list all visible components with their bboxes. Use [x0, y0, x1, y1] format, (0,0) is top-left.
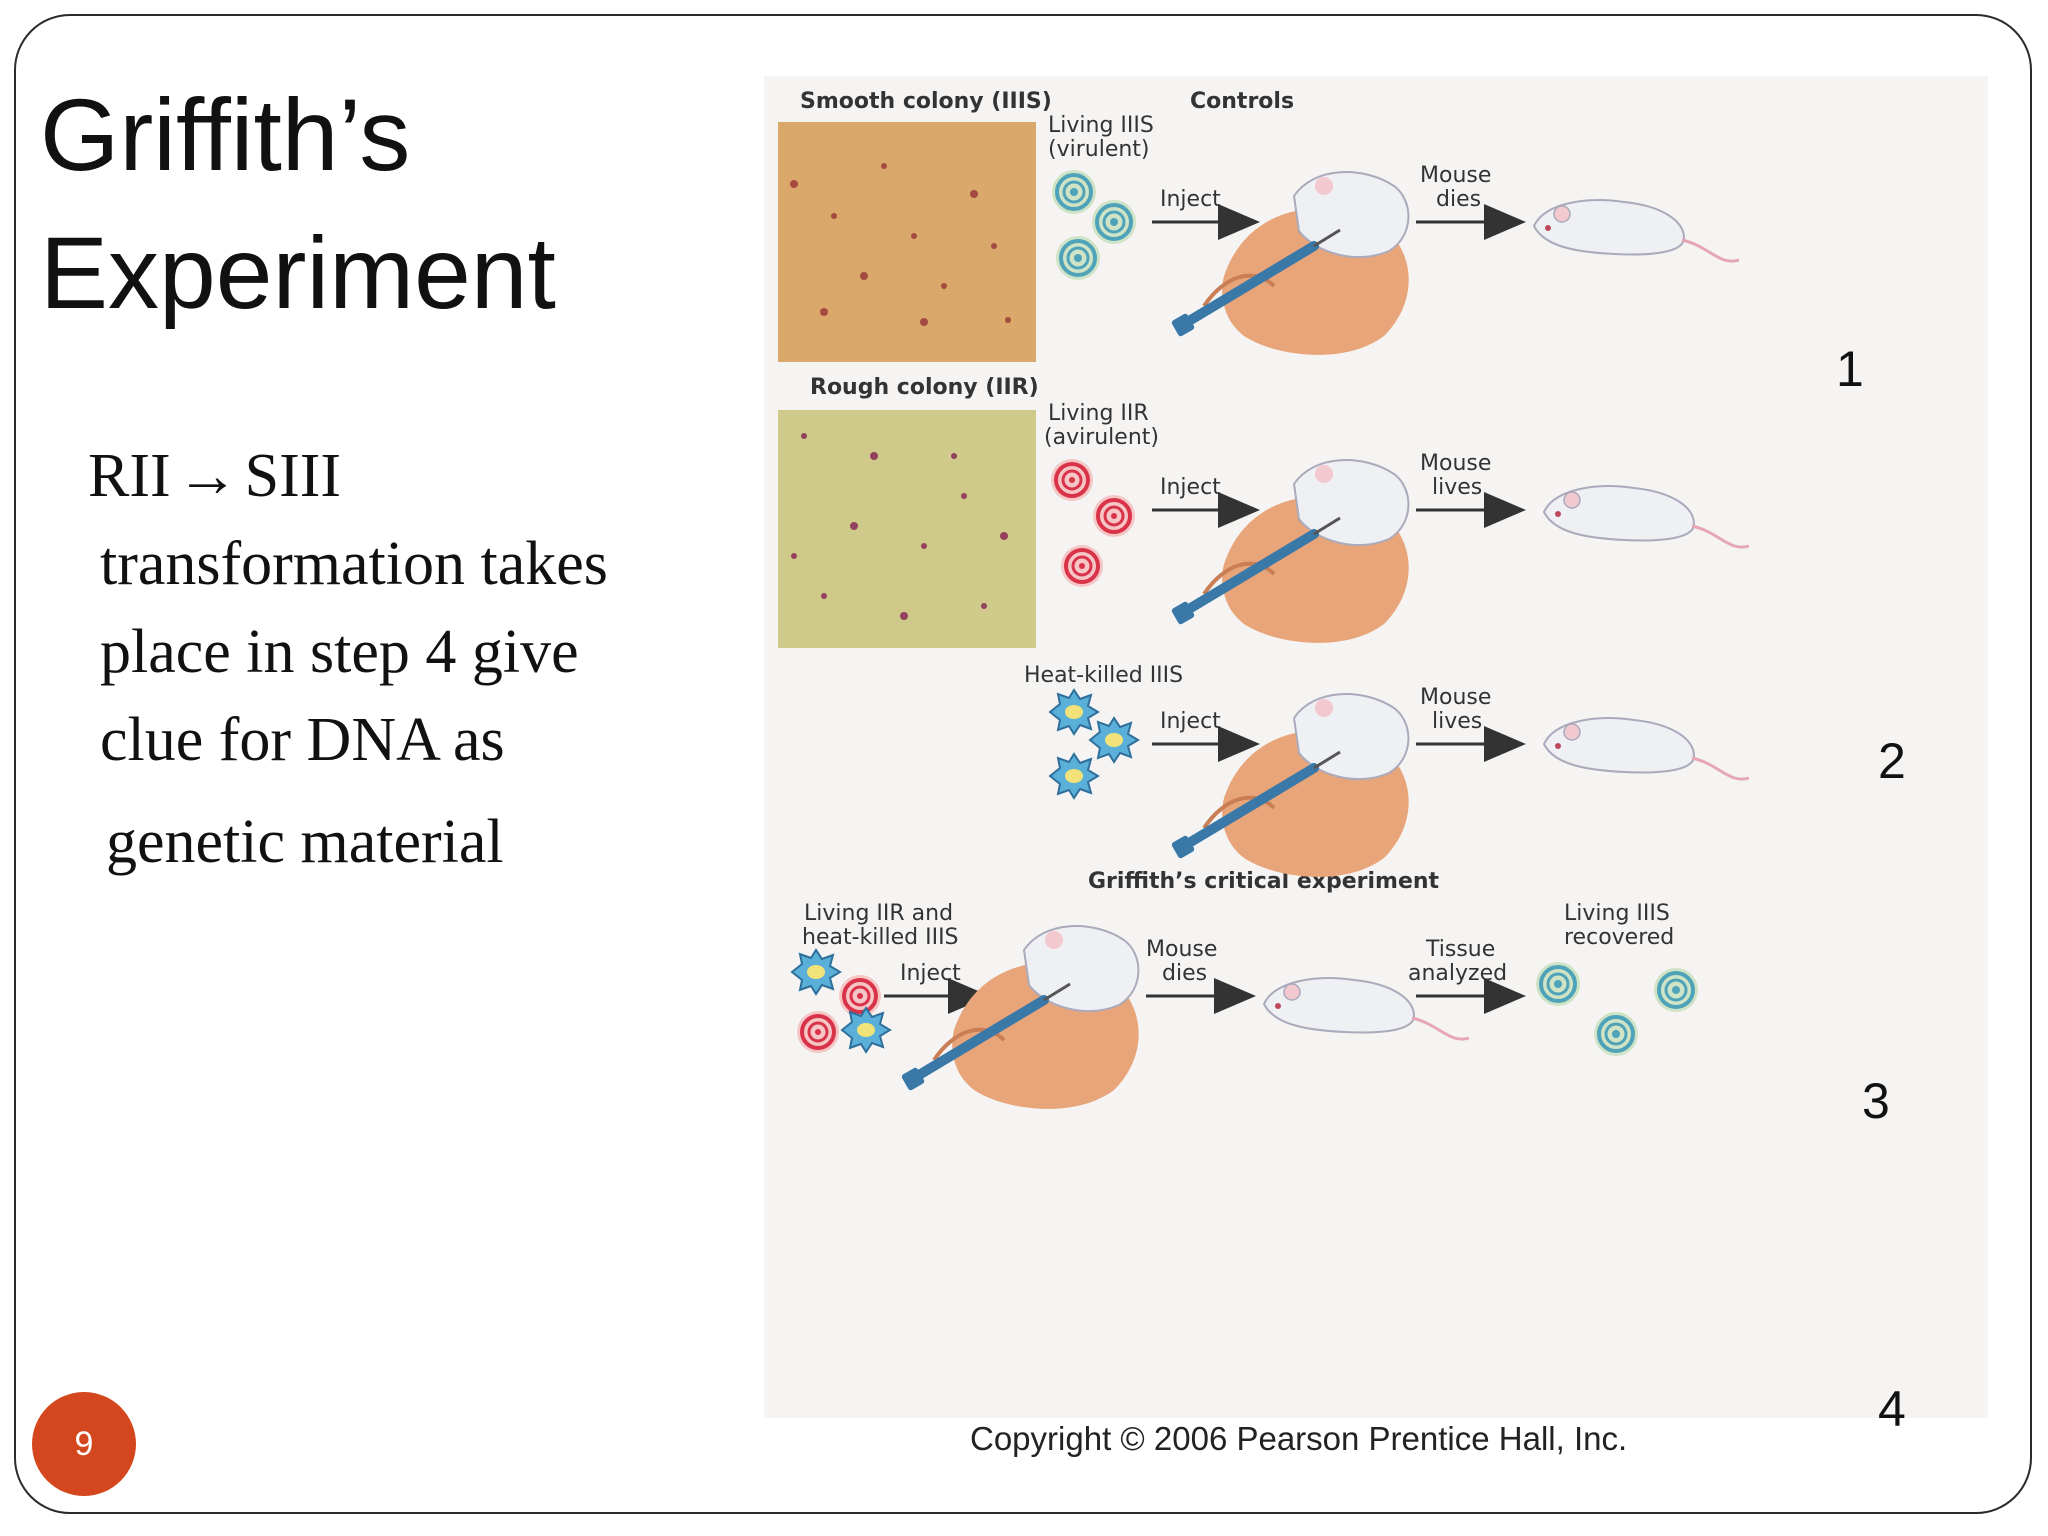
smooth-colony-plate — [778, 122, 1036, 362]
row4-recovered-label-1: Living IIIS — [1564, 901, 1670, 926]
title-line-2: Experiment — [40, 204, 740, 342]
body-line-1: RII→SIII — [88, 432, 728, 520]
critical-experiment-label: Griffith’s critical experiment — [1088, 869, 1440, 894]
heat-killed-cell-icon — [1050, 754, 1098, 798]
rough-cell-icon — [797, 1011, 839, 1053]
body-line-2: transformation takes — [88, 520, 728, 608]
row4-analysis-label-1: Tissue — [1425, 937, 1495, 962]
controls-label: Controls — [1190, 89, 1294, 114]
row3-bacteria-label: Heat-killed IIIS — [1024, 663, 1183, 688]
row2-inject-label: Inject — [1160, 475, 1221, 500]
rough-cell-icon — [1093, 495, 1135, 537]
row1-outcome-label-2: dies — [1436, 187, 1481, 212]
row2-mouse-icon — [1544, 486, 1749, 547]
row1-bacteria-label-2: (virulent) — [1048, 137, 1150, 162]
step-number-1: 1 — [1836, 340, 1864, 398]
row2-bacteria-label-1: Living IIR — [1048, 401, 1149, 426]
row1-mouse-icon — [1534, 200, 1739, 261]
heat-killed-cell-icon — [1050, 690, 1098, 734]
row2-outcome-label-2: lives — [1432, 475, 1482, 500]
body-line-4: clue for DNA as — [88, 696, 728, 784]
rough-colony-plate — [778, 410, 1036, 648]
row4-bacteria-label-2: heat-killed IIIS — [802, 925, 959, 950]
step-number-2: 2 — [1878, 732, 1906, 790]
copyright-notice: Copyright © 2006 Pearson Prentice Hall, … — [970, 1420, 1790, 1458]
row4-recovered-label-2: recovered — [1564, 925, 1674, 950]
row4-hand-syringe-icon — [901, 926, 1139, 1109]
row1-bacteria-label-1: Living IIIS — [1048, 113, 1154, 138]
rough-colony-label: Rough colony (IIR) — [810, 375, 1039, 400]
row3-mouse-icon — [1544, 718, 1749, 779]
right-arrow-icon: → — [177, 432, 239, 520]
slide-title: Griffith’s Experiment — [40, 66, 740, 342]
heat-killed-cell-icon — [792, 950, 840, 994]
row4-outcome-label-2: dies — [1162, 961, 1207, 986]
smooth-cell-icon — [1654, 968, 1698, 1012]
smooth-cell-icon — [1594, 1012, 1638, 1056]
body-line-5: genetic material — [88, 798, 728, 886]
row1-inject-label: Inject — [1160, 187, 1221, 212]
row1-outcome-label-1: Mouse — [1420, 163, 1491, 188]
rough-cell-icon — [1061, 545, 1103, 587]
page-number-badge: 9 — [32, 1392, 136, 1496]
smooth-colony-label: Smooth colony (IIIS) — [800, 89, 1052, 114]
row2-outcome-label-1: Mouse — [1420, 451, 1491, 476]
smooth-cell-icon — [1536, 962, 1580, 1006]
row4-outcome-label-1: Mouse — [1146, 937, 1217, 962]
smooth-cell-icon — [1092, 200, 1136, 244]
heat-killed-cell-icon — [842, 1008, 890, 1052]
row4-inject-label: Inject — [900, 961, 961, 986]
row4-analysis-label-2: analyzed — [1408, 961, 1507, 986]
row4-bacteria-label-1: Living IIR and — [804, 901, 953, 926]
row3-outcome-label-2: lives — [1432, 709, 1482, 734]
rough-cell-icon — [839, 975, 881, 1017]
row4-mouse-icon — [1264, 978, 1469, 1039]
title-line-1: Griffith’s — [40, 66, 740, 204]
smooth-cell-icon — [1052, 170, 1096, 214]
step-number-3: 3 — [1862, 1072, 1890, 1130]
body-siii: SIII — [245, 442, 341, 510]
heat-killed-cell-icon — [1090, 718, 1138, 762]
row3-inject-label: Inject — [1160, 709, 1221, 734]
griffith-figure: Smooth colony (IIIS) Rough colony (IIR) … — [764, 76, 1988, 1418]
body-rii: RII — [88, 442, 171, 510]
body-line-3: place in step 4 give — [88, 608, 728, 696]
row3-outcome-label-1: Mouse — [1420, 685, 1491, 710]
step-number-4: 4 — [1878, 1380, 1906, 1438]
rough-cell-icon — [1051, 459, 1093, 501]
smooth-cell-icon — [1056, 236, 1100, 280]
row2-bacteria-label-2: (avirulent) — [1044, 425, 1159, 450]
slide-body: RII→SIII transformation takes place in s… — [88, 432, 728, 886]
figure-illustration: Smooth colony (IIIS) Rough colony (IIR) … — [764, 76, 1988, 1418]
